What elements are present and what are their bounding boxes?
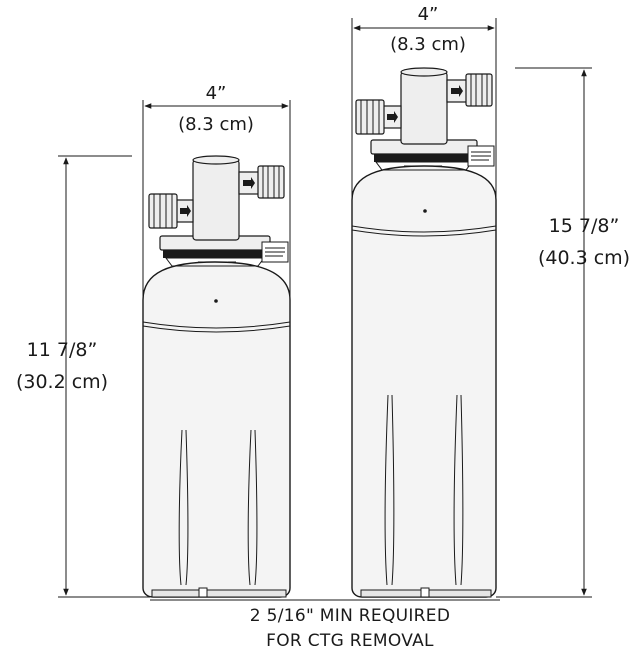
- large-width-dimension: [351, 18, 497, 200]
- clearance-note-line2: FOR CTG REMOVAL: [266, 631, 434, 651]
- small-width-dimension: [142, 100, 291, 300]
- small-width-cm-label: (8.3 cm): [178, 114, 254, 135]
- large-height-in-label: 15 7/8”: [549, 215, 620, 237]
- small-height-in-label: 11 7/8”: [27, 339, 98, 361]
- large-filter-unit: [351, 67, 497, 598]
- large-height-cm-label: (40.3 cm): [538, 247, 630, 269]
- large-width-cm-label: (8.3 cm): [390, 34, 466, 55]
- large-height-dimension: [496, 67, 592, 598]
- small-filter-unit: [142, 155, 291, 598]
- small-height-cm-label: (30.2 cm): [16, 371, 108, 393]
- large-width-in-label: 4”: [418, 4, 439, 25]
- small-width-in-label: 4”: [206, 83, 227, 104]
- clearance-note-line1: 2 5/16" MIN REQUIRED: [250, 606, 450, 626]
- small-height-dimension: [58, 155, 150, 598]
